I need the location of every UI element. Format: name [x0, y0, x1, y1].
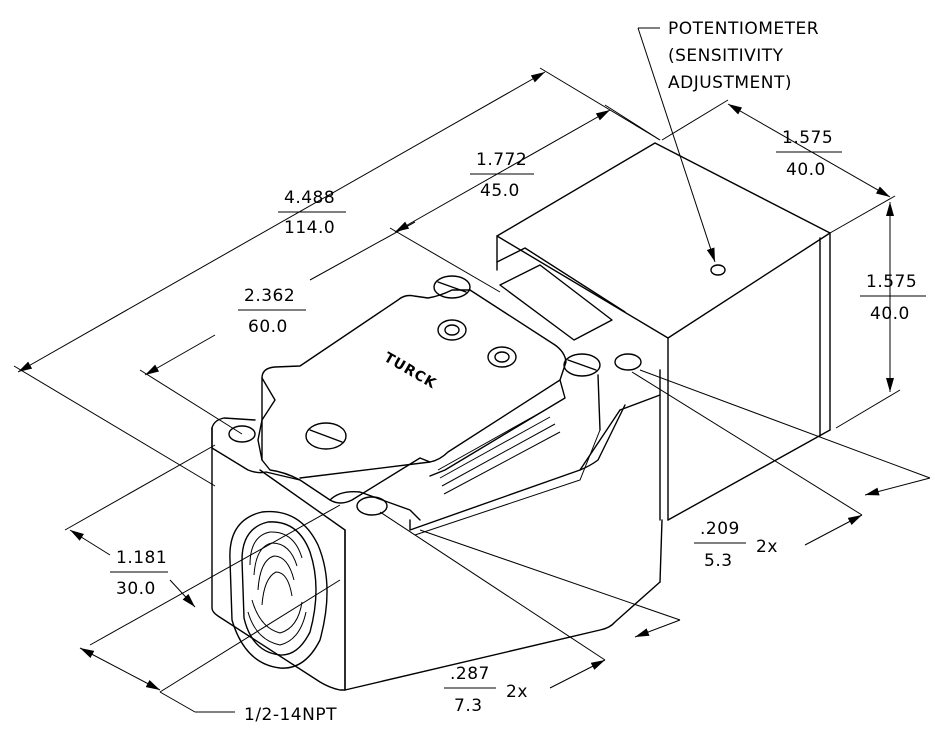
dim-head-height-inch: 1.575 [866, 272, 917, 292]
dim-mount-spacing-inch: 2.362 [244, 286, 295, 306]
dim-body-width-mm: 30.0 [116, 579, 156, 599]
dim-hole-large-qty: 2x [506, 682, 528, 702]
dim-head-height-mm: 40.0 [870, 304, 910, 324]
dim-hole-small-qty: 2x [756, 537, 778, 557]
dim-head-length-mm: 45.0 [480, 181, 520, 201]
potentiometer-hole [710, 264, 726, 276]
dim-head-length-inch: 1.772 [476, 150, 527, 170]
dim-hole-small-inch: .209 [700, 519, 740, 539]
dim-head-width-mm: 40.0 [786, 160, 826, 180]
sensing-head [496, 142, 831, 521]
dim-mount-spacing-mm: 60.0 [248, 317, 288, 337]
turck-logo: TURCK [381, 350, 439, 393]
dimension-lines [13, 27, 931, 713]
dim-body-width-inch: 1.181 [116, 548, 167, 568]
terminal-cover: TURCK [257, 264, 613, 504]
dim-hole-small-mm: 5.3 [704, 551, 733, 571]
dim-head-width-inch: 1.575 [782, 128, 833, 148]
potentiometer-label-line1: POTENTIOMETER [668, 19, 819, 39]
dim-overall-length-inch: 4.488 [284, 188, 335, 208]
thread-label: 1/2-14NPT [244, 705, 337, 725]
npt-thread-port [229, 510, 328, 669]
potentiometer-label-line2: (SENSITIVITY [668, 46, 784, 66]
dim-hole-large-inch: .287 [450, 664, 490, 684]
potentiometer-label-line3: ADJUSTMENT) [668, 73, 792, 93]
sensor-body [211, 353, 663, 691]
dim-overall-length-mm: 114.0 [284, 218, 335, 238]
dimension-labels: POTENTIOMETER (SENSITIVITY ADJUSTMENT) 4… [110, 19, 926, 725]
dim-hole-large-mm: 7.3 [454, 696, 483, 716]
